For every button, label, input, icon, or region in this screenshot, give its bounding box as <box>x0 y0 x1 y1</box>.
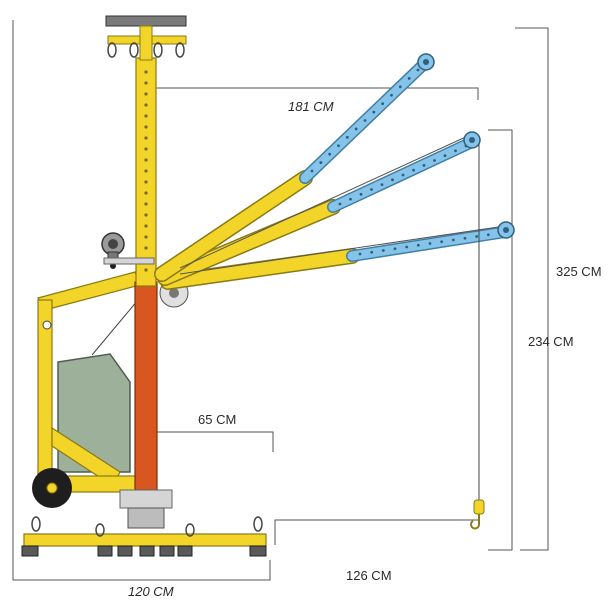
dimension-lines <box>12 20 549 581</box>
boom-hole <box>463 236 467 240</box>
boom-hole <box>416 243 420 247</box>
column-base <box>119 489 173 509</box>
base-outriggers <box>23 533 267 547</box>
boom-hole <box>454 149 457 153</box>
boom-hole <box>345 135 349 139</box>
boom-hole <box>328 152 332 156</box>
mast-hole <box>144 158 148 162</box>
hook-height-label: 234 CM <box>528 334 574 349</box>
boom-hole <box>338 202 342 206</box>
boom-hole <box>380 183 384 187</box>
boom-hole <box>370 250 374 254</box>
mast-hole <box>144 70 148 74</box>
mast-hole <box>144 224 148 228</box>
boom-hole <box>381 249 385 252</box>
mast-hole <box>144 169 148 173</box>
mast-hole <box>144 92 148 96</box>
mast-holes <box>144 70 148 272</box>
boom-hole <box>451 238 455 242</box>
boom-hole <box>443 154 447 158</box>
mast-hole <box>144 268 148 272</box>
boom-hole <box>363 119 367 122</box>
boom-hole <box>391 178 394 182</box>
mast-hole <box>144 180 148 184</box>
boom-cables <box>179 134 506 275</box>
boom-hole <box>359 192 363 196</box>
boom-hole <box>349 197 352 201</box>
boom-hole <box>405 245 409 249</box>
base-rings <box>31 516 263 537</box>
pivot-pulley-hub <box>169 288 179 298</box>
frame-pin <box>42 320 52 330</box>
base-feet <box>21 545 267 557</box>
hook-reach-label: 126 CM <box>346 568 392 583</box>
mast-hole <box>144 202 148 206</box>
counterweight-block <box>57 353 131 473</box>
lower-column <box>134 281 158 491</box>
mast-hole <box>144 136 148 140</box>
boom-hole <box>319 161 323 164</box>
max-height-label: 325 CM <box>556 264 602 279</box>
boom-hole <box>416 68 420 72</box>
winch <box>101 232 155 269</box>
mast-hole <box>144 246 148 250</box>
max-height-line <box>515 27 549 551</box>
boom-hole <box>393 247 397 251</box>
boom-hole <box>428 242 432 245</box>
boom-end-pulleys <box>417 53 515 239</box>
boom-hole <box>422 163 426 167</box>
wheel-hub <box>46 482 58 494</box>
mast-hole <box>144 125 148 129</box>
top-bracket <box>105 15 187 61</box>
boom-hole <box>310 169 314 173</box>
overall-width-line <box>12 20 271 581</box>
counterweight-cable <box>91 299 139 356</box>
base-offset-line <box>155 431 274 452</box>
boom-reach-line <box>153 87 479 100</box>
base-offset-label: 65 CM <box>198 412 237 427</box>
mast-hole <box>144 191 148 195</box>
hook-reach-line <box>274 519 478 545</box>
boom-hole <box>412 168 415 172</box>
boom-hole <box>398 85 402 89</box>
boom-hole <box>337 144 340 148</box>
boom-hole <box>475 235 479 238</box>
boom-hole <box>372 110 376 114</box>
boom-reach-label: 181 CM <box>288 99 334 114</box>
boom-hole <box>390 93 393 97</box>
mast-hole <box>144 235 148 239</box>
boom-hole <box>401 173 405 177</box>
boom-hole <box>407 77 411 80</box>
boom-hole <box>370 188 373 191</box>
boom-hole <box>381 102 385 106</box>
mast-hole <box>144 213 148 217</box>
boom-hole <box>440 240 444 244</box>
boom-holes <box>310 68 502 256</box>
boom-hole <box>433 159 436 162</box>
mast-hole <box>144 103 148 107</box>
mast-hole <box>144 114 148 118</box>
hook-height-line <box>488 129 513 551</box>
mast-hole <box>144 147 148 151</box>
mast-hole <box>144 81 148 85</box>
base-width-label: 120 CM <box>128 584 174 599</box>
boom-hole <box>358 252 362 256</box>
boom-hole <box>354 127 358 131</box>
booms <box>154 59 511 290</box>
hook <box>470 499 485 530</box>
column-foot <box>127 507 165 529</box>
boom-hole <box>486 233 490 237</box>
